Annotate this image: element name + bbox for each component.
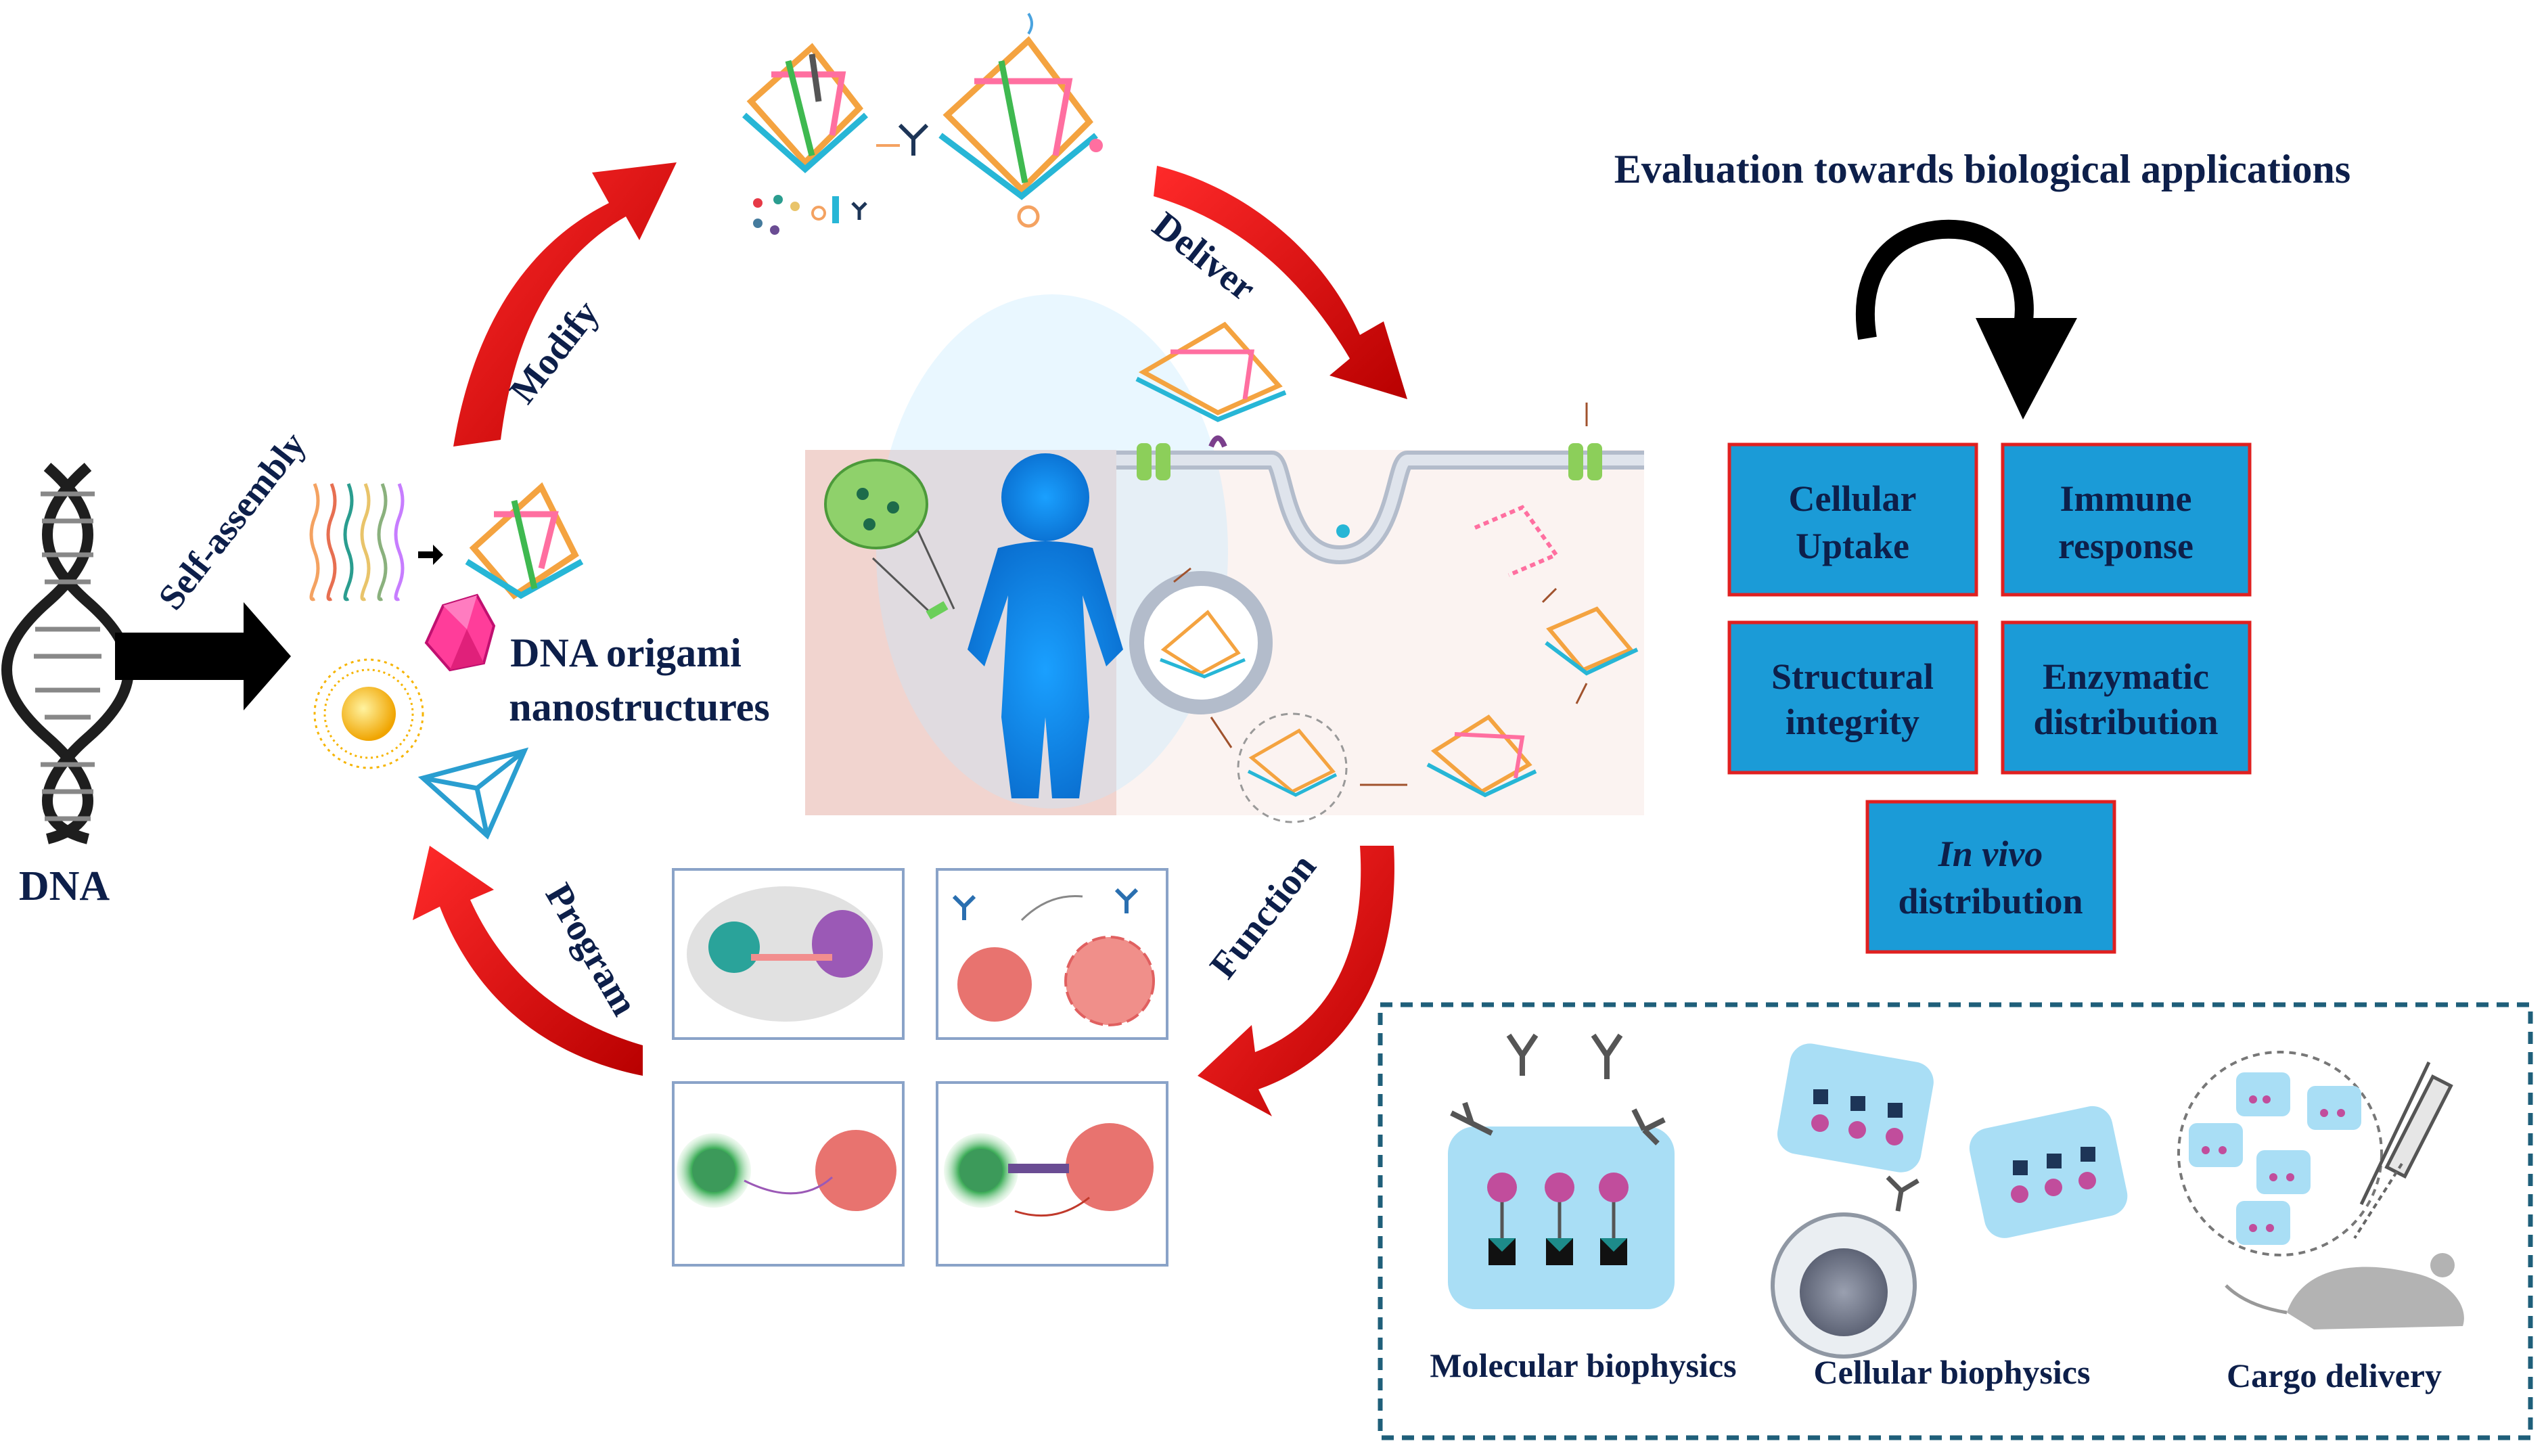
eval-box-in-vivo-distribution: In vivo distribution — [1865, 800, 2116, 954]
staple-strands-icon — [309, 483, 405, 601]
svg-text:In vivo: In vivo — [1938, 834, 2043, 874]
self-assembly-arrow — [115, 602, 291, 710]
applications-box — [1378, 1002, 2533, 1440]
function-panel-2 — [936, 868, 1168, 1040]
human-body-icon — [876, 294, 1228, 809]
dna-origami-triangle-icon — [465, 482, 584, 599]
curved-black-arrow-icon — [1855, 219, 2077, 419]
evaluation-title: Evaluation towards biological applicatio… — [1614, 147, 2351, 191]
release-circle-icon — [1237, 712, 1348, 823]
magnified-tissue-icon — [824, 459, 955, 620]
svg-text:distribution: distribution — [2033, 702, 2218, 742]
self-assembly-label: Self-assembly — [150, 424, 313, 617]
cell-membrane-icon — [1116, 435, 1644, 565]
dna-helix-icon — [1, 462, 134, 844]
svg-text:Structural: Structural — [1771, 656, 1934, 697]
function-arrow — [1198, 846, 1394, 1116]
modifier-molecules-icon — [753, 195, 867, 235]
program-label: Program — [537, 877, 645, 1023]
eval-box-enzymatic-distribution: Enzymatic distribution — [2001, 620, 2252, 775]
small-arrow-icon — [418, 545, 443, 565]
deliver-arrow — [1154, 166, 1407, 399]
origami-label-line1: DNA origami — [510, 631, 742, 675]
cargo-delivery-illustration — [2177, 1051, 2464, 1329]
gold-nanoparticle-icon — [313, 658, 424, 769]
svg-text:Immune: Immune — [2060, 478, 2191, 519]
eval-box-immune-response: Immune response — [2001, 442, 2252, 597]
cellular-biophysics-illustration — [1771, 1043, 2128, 1359]
program-arrow — [413, 846, 643, 1076]
cellular-biophysics-label: Cellular biophysics — [1814, 1353, 2091, 1391]
icosahedron-icon — [424, 593, 496, 672]
eval-box-structural-integrity: Structural integrity — [1727, 620, 1978, 775]
svg-text:Enzymatic: Enzymatic — [2043, 656, 2209, 697]
svg-text:Uptake: Uptake — [1796, 526, 1909, 566]
molecular-biophysics-label: Molecular biophysics — [1430, 1346, 1736, 1384]
function-panel-1 — [672, 868, 905, 1040]
tetrahedron-icon — [417, 747, 529, 840]
eval-box-cellular-uptake: Cellular Uptake — [1727, 442, 1978, 597]
function-panel-4 — [936, 1081, 1168, 1267]
svg-text:integrity: integrity — [1786, 702, 1919, 742]
origami-binding-icon — [1135, 321, 1287, 422]
endosome-icon — [1129, 524, 1350, 714]
origami-unmodified-icon — [742, 43, 868, 174]
origami-modified-icon — [898, 12, 1103, 228]
modify-arrow — [453, 162, 677, 447]
molecular-biophysics-illustration — [1448, 1033, 1675, 1309]
cargo-delivery-label: Cargo delivery — [2227, 1357, 2442, 1394]
svg-text:response: response — [2058, 526, 2193, 566]
function-panel-3 — [672, 1081, 905, 1267]
svg-text:Cellular: Cellular — [1789, 478, 1917, 519]
origami-label-line2: nanostructures — [509, 685, 770, 729]
svg-text:distribution: distribution — [1898, 881, 2083, 922]
dna-label: DNA — [19, 863, 110, 909]
degrading-origami-icon — [1426, 505, 1639, 798]
pathway-arrows-icon — [1173, 403, 1588, 786]
function-label: Function — [1202, 846, 1324, 986]
